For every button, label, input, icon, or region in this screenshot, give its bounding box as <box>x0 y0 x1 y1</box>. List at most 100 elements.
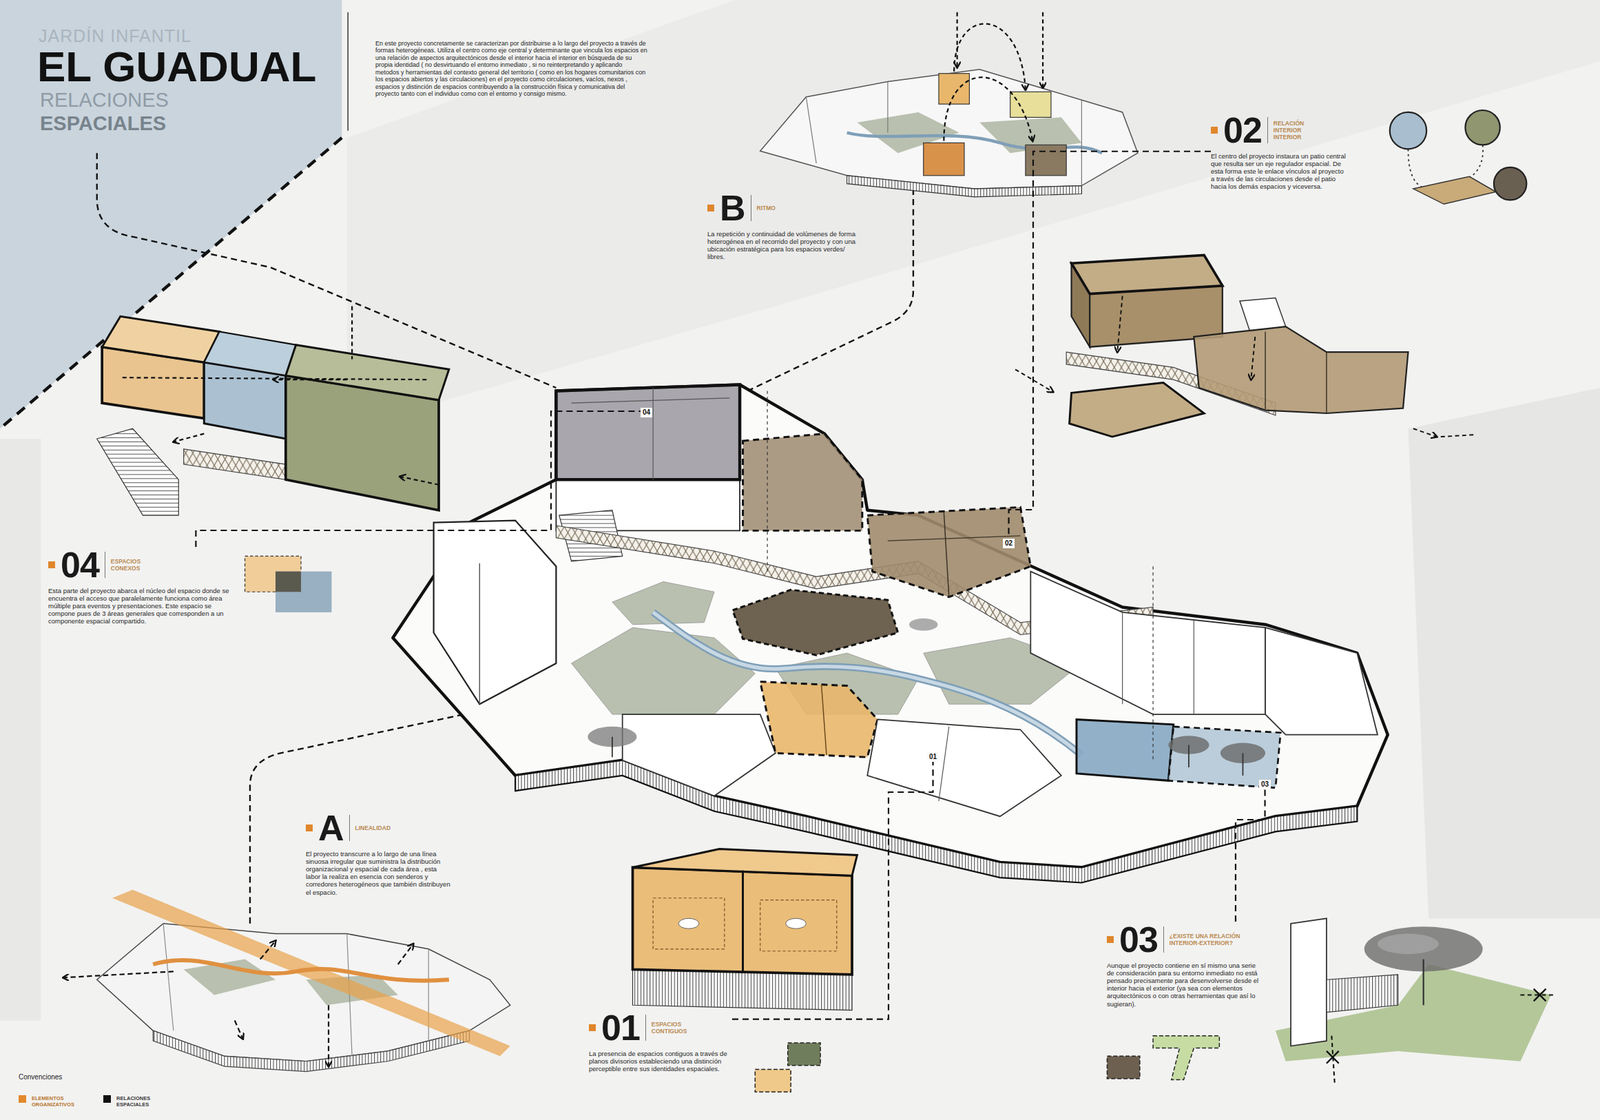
section-subtitle: ESPACIOS CONTIGUOS <box>651 1020 706 1035</box>
dashed-connector <box>732 761 934 1020</box>
relation-icon <box>1389 110 1527 204</box>
main-axonometric <box>1121 612 1123 704</box>
vignette-ritmo <box>760 69 1138 189</box>
poster-illustration <box>0 0 1600 1092</box>
callout-marker: 01 <box>927 749 939 762</box>
vignette-contiguos <box>632 849 858 877</box>
background-photo <box>1407 387 1600 919</box>
main-axonometric <box>392 385 1388 883</box>
vignette-ritmo <box>760 12 1138 197</box>
section-header: 01 ESPACIOS CONTIGUOS <box>588 1009 733 1046</box>
main-axonometric <box>622 714 776 797</box>
section-number: 04 <box>60 546 100 583</box>
section-block: ALINEALIDADEl proyecto transcurre a lo l… <box>305 809 452 897</box>
background-photo <box>0 0 1600 1021</box>
dashed-connector <box>195 411 641 547</box>
section-body: Esta parte del proyecto abarca el núcleo… <box>48 586 233 626</box>
space-icon <box>245 555 301 592</box>
section-block: BRITMOLa repetición y continuidad de vol… <box>707 190 863 261</box>
main-axonometric <box>479 563 481 704</box>
subtitle-text: RELACIONES <box>39 90 169 111</box>
bullet-square <box>1210 126 1218 134</box>
tree <box>587 618 1266 776</box>
leader-line <box>250 714 465 924</box>
vignette-linealidad <box>112 889 511 1056</box>
vignette-conexos <box>122 377 429 380</box>
vignette-exterior <box>1275 918 1556 1084</box>
intro-paragraph: En este proyecto concretamente se caract… <box>375 39 648 98</box>
relation-icon <box>1469 144 1483 178</box>
main-axonometric <box>821 684 827 755</box>
section-header: 04 ESPACIOS CONEXOS <box>48 546 233 583</box>
vignette-interior <box>1117 296 1122 352</box>
vignette-linealidad <box>260 940 276 960</box>
poster-title: EL GUADUAL <box>37 45 317 89</box>
dashed-connector <box>1009 151 1211 536</box>
space-swatch <box>1106 1035 1220 1080</box>
vignette-interior <box>1015 296 1475 437</box>
vignette-ritmo <box>887 81 888 133</box>
vignette-conexos <box>203 331 296 376</box>
main-axonometric <box>1076 719 1174 781</box>
vignette-ritmo <box>1025 144 1067 175</box>
relation-icon <box>1493 167 1527 200</box>
kicker-text: JARDÍN INFANTIL <box>38 27 192 45</box>
connector-group <box>195 151 1265 1020</box>
section-header: 02RELACIÓN INTERIOR INTERIOR <box>1210 112 1349 149</box>
main-axonometric <box>555 385 740 481</box>
divider-bar <box>1163 926 1165 953</box>
main-axonometric <box>938 726 950 802</box>
vignette-ritmo <box>805 97 817 164</box>
callout-marker: 03 <box>1259 776 1271 790</box>
vignette-linealidad <box>398 943 414 965</box>
space-swatch <box>754 1069 791 1093</box>
section-subtitle: RITMO <box>756 204 806 212</box>
vignette-ritmo <box>847 175 1083 197</box>
bullet-square <box>48 561 56 569</box>
callout-number: 03 <box>1259 779 1271 790</box>
vignette-conexos <box>273 378 348 381</box>
section-body: El proyecto transcurre a lo largo de una… <box>305 849 452 897</box>
vignette-linealidad <box>152 960 450 981</box>
background-photo <box>347 0 1600 429</box>
vignette-contiguos <box>632 969 853 1010</box>
relation-icon <box>1389 112 1427 149</box>
vignette-conexos <box>173 433 204 443</box>
divider-bar <box>349 814 350 841</box>
space-icon <box>245 555 301 592</box>
divider-bar <box>1267 117 1269 144</box>
relation-icon <box>1407 148 1423 188</box>
bullet-square <box>707 204 715 212</box>
callout-number: 02 <box>1002 538 1015 549</box>
vignette-interior <box>1015 369 1054 392</box>
section-subtitle: ESPACIOS CONEXOS <box>110 557 154 572</box>
vignette-conexos <box>122 305 439 485</box>
vignette-linealidad <box>152 1030 470 1072</box>
background-photo <box>0 438 41 1021</box>
main-axonometric <box>766 390 768 571</box>
vignette-contiguos <box>741 870 744 972</box>
vignette-linealidad <box>183 959 276 996</box>
vignette-interior <box>1440 434 1475 437</box>
legend-text: RELACIONES ESPACIALES <box>116 1095 172 1108</box>
main-axonometric <box>1193 620 1195 715</box>
space-swatch <box>787 1042 821 1066</box>
section-block: 01ESPACIOS CONTIGUOSLa presencia de espa… <box>588 1009 733 1073</box>
divider-bar <box>104 551 106 578</box>
title-panel <box>347 12 348 131</box>
callout-number: 01 <box>927 752 939 762</box>
vignette-ritmo <box>938 73 970 105</box>
relation-icon <box>1465 110 1500 145</box>
vignette-linealidad <box>63 971 174 978</box>
main-axonometric <box>867 719 1061 817</box>
section-subtitle: ¿EXISTE UNA RELACIÓN INTERIOR-EXTERIOR? <box>1169 932 1256 947</box>
main-axonometric <box>571 398 731 403</box>
subtitle-text: ESPACIALES <box>39 113 166 134</box>
section-number: 01 <box>601 1009 640 1046</box>
vignette-interior <box>1071 254 1223 294</box>
tree <box>611 736 614 758</box>
section-number: 02 <box>1223 112 1262 149</box>
main-axonometric <box>760 681 878 758</box>
